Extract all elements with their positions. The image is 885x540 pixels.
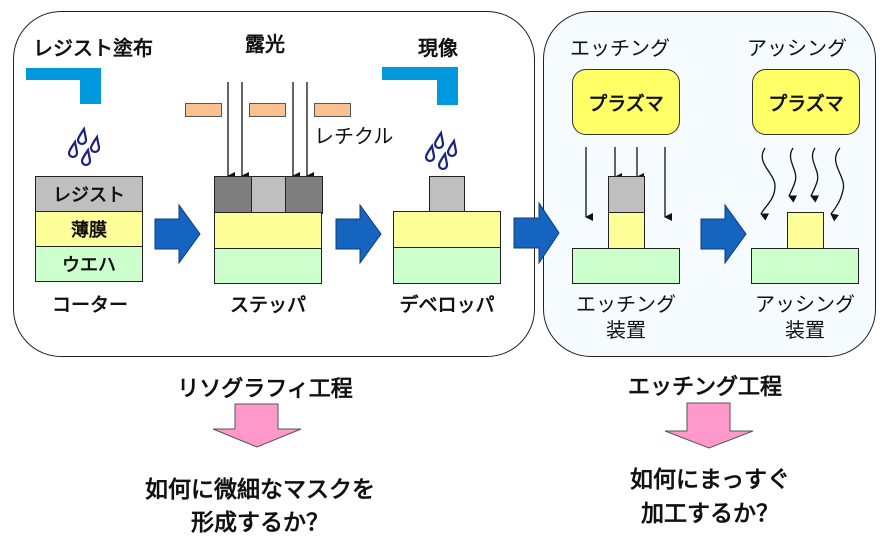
- equipment-asher-line2: 装置: [785, 318, 825, 342]
- question-lithography-line2: 形成するか？: [191, 510, 329, 536]
- stepper-wafer: [214, 248, 322, 284]
- nozzle-icon: [26, 68, 101, 104]
- exposure-light-arrows: [227, 82, 314, 180]
- plasma-etching: プラズマ: [572, 69, 680, 135]
- reticle-2: [249, 103, 286, 117]
- reticle-3: [314, 103, 351, 117]
- layer-wafer-label: ウエハ: [62, 255, 116, 276]
- droplets-icon: [67, 126, 101, 167]
- down-arrow-lithography: [212, 403, 302, 448]
- layer-film: 薄膜: [35, 211, 143, 247]
- etching-ion-arrows: [585, 147, 672, 221]
- question-etching-line1: 如何にまっすぐ: [629, 467, 791, 493]
- equipment-etcher-line2: 装置: [606, 318, 646, 342]
- equipment-asher-line1: アッシング: [755, 292, 855, 316]
- step-title-exposure: 露光: [245, 32, 285, 56]
- etch-wafer: [572, 248, 680, 284]
- plasma-etching-label: プラズマ: [588, 92, 664, 115]
- equipment-coater: コーター: [51, 294, 128, 316]
- process-etching: エッチング工程: [627, 375, 782, 400]
- flow-arrow-3: [513, 201, 560, 265]
- plasma-ashing: プラズマ: [752, 69, 860, 135]
- unexposed-resist: [251, 176, 286, 213]
- ash-wafer: [751, 248, 859, 284]
- developer-film: [393, 211, 501, 248]
- layer-wafer: ウエハ: [35, 246, 143, 282]
- equipment-stepper: ステッパ: [229, 294, 306, 316]
- reticle-label: レチクル: [314, 124, 394, 148]
- step-title-development: 現像: [418, 36, 458, 60]
- droplets-icon-2: [424, 130, 458, 171]
- etch-film: [608, 212, 645, 249]
- plasma-ashing-label: プラズマ: [768, 92, 844, 115]
- flow-arrow-1: [154, 203, 201, 265]
- step-title-resist-coating: レジスト塗布: [33, 36, 153, 60]
- question-etching-line2: 加工するか？: [641, 501, 779, 527]
- layer-resist: レジスト: [35, 176, 143, 212]
- flow-arrow-2: [335, 203, 382, 265]
- exposed-resist-right: [285, 176, 323, 214]
- stepper-film: [214, 212, 322, 249]
- question-lithography-line1: 如何に微細なマスクを: [145, 477, 375, 503]
- step-title-ashing: アッシング: [747, 36, 847, 60]
- ashing-radical-arrows: [760, 147, 845, 222]
- process-lithography: リソグラフィ工程: [177, 377, 353, 402]
- step-title-etching: エッチング: [570, 36, 670, 60]
- ash-film: [787, 212, 824, 249]
- reticle-1: [185, 103, 222, 117]
- flow-arrow-4: [700, 203, 747, 265]
- layer-film-label: 薄膜: [71, 220, 107, 241]
- developed-resist: [429, 176, 465, 213]
- equipment-etcher-line1: エッチング: [576, 292, 676, 316]
- equipment-developer: デベロッパ: [399, 294, 495, 316]
- nozzle-icon-2: [382, 67, 458, 105]
- down-arrow-etching: [664, 402, 754, 449]
- layer-resist-label: レジスト: [53, 185, 125, 206]
- developer-wafer: [393, 247, 501, 284]
- etching-panel: [543, 11, 876, 357]
- exposed-resist-left: [214, 176, 252, 213]
- etch-resist: [608, 176, 645, 213]
